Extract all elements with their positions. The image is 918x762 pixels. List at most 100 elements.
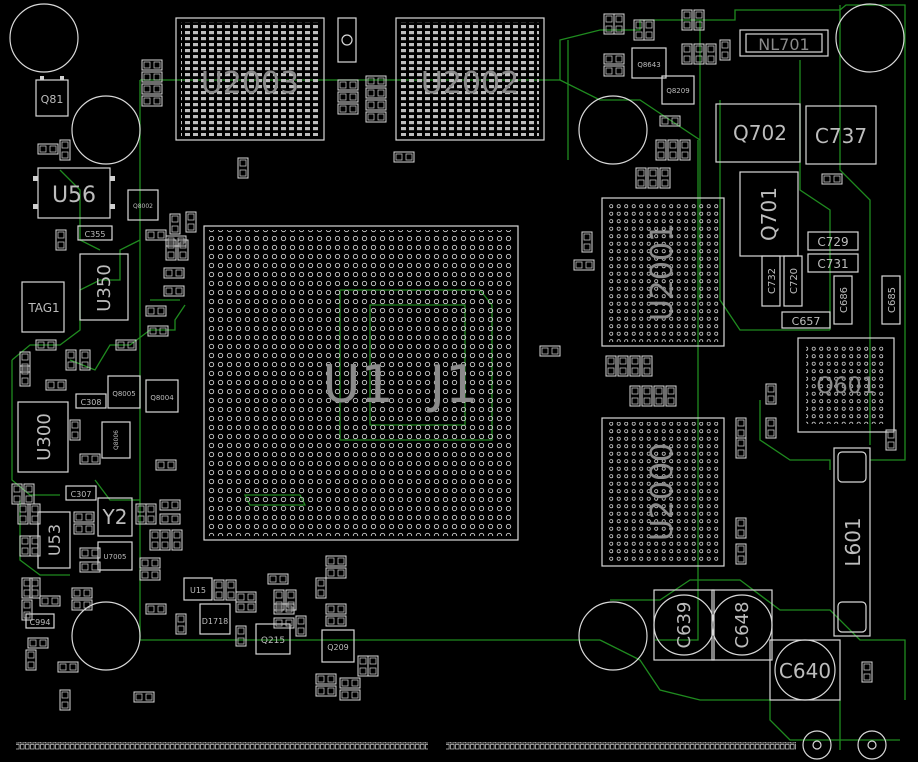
mounting-hole <box>9 3 79 73</box>
passive-footprint <box>141 71 163 83</box>
passive-pad <box>643 367 651 375</box>
passive-footprint <box>57 661 79 673</box>
transistor-q8643: Q8643 <box>631 47 667 79</box>
passive-footprint <box>19 351 31 373</box>
passive-pad <box>23 601 31 609</box>
passive-footprint <box>735 437 747 459</box>
passive-pad <box>695 21 703 29</box>
transistor-q702: Q702 <box>715 103 801 163</box>
passive-pad <box>153 73 161 81</box>
passive-pad <box>635 21 643 29</box>
passive-pad <box>377 113 385 121</box>
passive-footprint <box>339 677 361 689</box>
passive-pad <box>667 397 675 405</box>
passive-pad <box>215 581 223 589</box>
passive-pad <box>695 11 703 19</box>
passive-footprint <box>29 577 41 599</box>
passive-footprint <box>19 365 31 387</box>
passive-pad <box>351 679 359 687</box>
passive-pad <box>21 377 29 385</box>
passive-pad <box>327 569 335 577</box>
passive-footprint <box>659 115 681 127</box>
passive-footprint <box>629 355 641 377</box>
passive-pad <box>51 597 59 605</box>
passive-pad <box>631 387 639 395</box>
passive-pad <box>61 141 69 149</box>
passive-footprint <box>235 625 247 647</box>
passive-footprint <box>603 65 625 77</box>
passive-pad <box>327 617 335 625</box>
label-u56: U56 <box>52 183 96 208</box>
component-r1 <box>337 17 357 63</box>
passive-footprint <box>393 151 415 163</box>
passive-footprint <box>365 75 387 87</box>
capacitor-c648: C648 <box>711 589 773 661</box>
passive-pad <box>341 691 349 699</box>
passive-pad <box>13 495 21 503</box>
passive-pad <box>127 341 135 349</box>
passive-footprint <box>115 339 137 351</box>
label-q8209: Q8209 <box>666 87 689 95</box>
passive-pad <box>631 397 639 405</box>
passive-footprint <box>267 573 289 585</box>
passive-pad <box>61 151 69 159</box>
passive-pad <box>351 691 359 699</box>
memory-u2001: U2001 <box>601 197 725 347</box>
passive-pad <box>287 591 295 599</box>
passive-pad <box>737 555 745 563</box>
passive-footprint <box>365 87 387 99</box>
passive-pad <box>349 93 357 101</box>
passive-pad <box>823 175 831 183</box>
passive-pad <box>327 675 335 683</box>
passive-pad <box>317 589 325 597</box>
passive-pad <box>615 55 623 63</box>
passive-footprint <box>605 355 617 377</box>
passive-pad <box>737 449 745 457</box>
label-q209: Q209 <box>327 643 349 652</box>
passive-footprint <box>765 417 777 439</box>
passive-pad <box>187 213 195 221</box>
passive-pad <box>147 505 155 513</box>
passive-footprint <box>641 385 653 407</box>
ic-u350: U350 <box>79 253 129 321</box>
passive-pad <box>605 25 613 33</box>
passive-pad <box>887 431 895 439</box>
passive-pad <box>71 431 79 439</box>
passive-pad <box>643 387 651 395</box>
passive-pad <box>887 441 895 449</box>
passive-footprint <box>861 661 873 683</box>
passive-pad <box>695 45 703 53</box>
passive-pad <box>645 21 653 29</box>
label-u53: U53 <box>45 524 64 556</box>
passive-pad <box>143 97 151 105</box>
passive-footprint <box>659 167 671 189</box>
passive-pad <box>575 261 583 269</box>
capacitor-c732: C732 <box>761 255 781 307</box>
memory-u2002: U2002 <box>395 17 545 141</box>
passive-footprint <box>55 229 67 251</box>
capacitor-c639: C639 <box>653 589 715 661</box>
passive-footprint <box>821 173 843 185</box>
passive-footprint <box>71 587 93 599</box>
passive-pad <box>25 495 33 503</box>
passive-footprint <box>665 385 677 407</box>
passive-pad <box>25 485 33 493</box>
passive-pad <box>21 353 29 361</box>
passive-footprint <box>679 139 691 161</box>
passive-pad <box>117 341 125 349</box>
passive-pad <box>643 397 651 405</box>
passive-pad <box>175 287 183 295</box>
passive-pad <box>147 307 155 315</box>
passive-pad <box>269 575 277 583</box>
passive-footprint <box>175 613 187 635</box>
transistor-q81: Q81 <box>35 76 69 117</box>
passive-pad <box>31 589 39 597</box>
passive-pad <box>71 421 79 429</box>
label-c720: C720 <box>789 268 800 294</box>
passive-pad <box>367 101 375 109</box>
passive-pad <box>83 601 91 609</box>
passive-pad <box>31 505 39 513</box>
passive-pad <box>151 531 159 539</box>
passive-pad <box>275 591 283 599</box>
passive-footprint <box>325 615 347 627</box>
